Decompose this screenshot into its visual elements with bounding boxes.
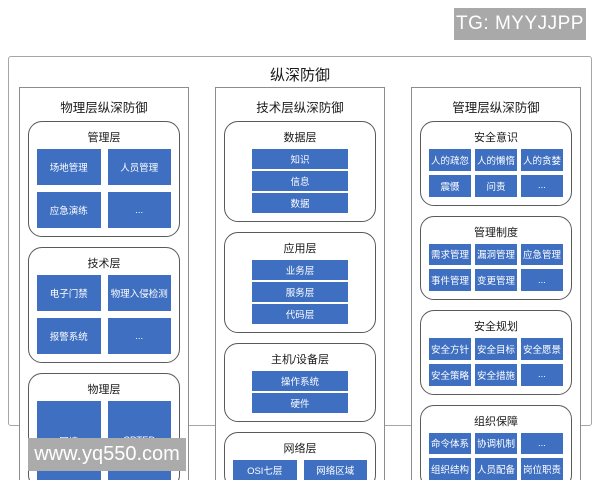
sections: 安全意识人的疏忽人的懒惰人的贪婪震慑问责...管理制度需求管理漏洞管理应急管理事… — [420, 121, 572, 480]
section-items: 人的疏忽人的懒惰人的贪婪震慑问责... — [429, 149, 563, 197]
section-title: 组织保障 — [474, 415, 518, 428]
section-title: 网络层 — [283, 443, 317, 455]
section-数据层: 数据层知识信息数据 — [224, 121, 376, 222]
section-title: 应用层 — [283, 243, 317, 255]
column-title: 物理层纵深防御 — [60, 101, 148, 115]
item-应急演练: 应急演练 — [37, 192, 101, 228]
section-items: 电子门禁物理入侵检测报警系统... — [37, 275, 171, 354]
item-业务层: 业务层 — [251, 260, 349, 280]
item-安全措施: 安全措施 — [475, 363, 517, 386]
item-物理入侵检测: 物理入侵检测 — [107, 275, 171, 311]
item--: ... — [521, 363, 563, 386]
section-title: 物理层 — [87, 384, 121, 396]
item-命令体系: 命令体系 — [429, 432, 471, 455]
item-数据: 数据 — [251, 193, 349, 213]
item-震慑: 震慑 — [429, 174, 471, 197]
section-title: 管理层 — [87, 132, 121, 144]
item-知识: 知识 — [251, 149, 349, 169]
section-title: 技术层 — [87, 258, 121, 270]
section-items: 命令体系协调机制... 组织结构人员配备岗位职责 — [429, 432, 563, 480]
column-title: 管理层纵深防御 — [452, 101, 540, 115]
section-组织保障: 组织保障命令体系协调机制... 组织结构人员配备岗位职责 — [420, 404, 572, 480]
section-items: 操作系统硬件 — [251, 371, 349, 413]
section-items: 需求管理漏洞管理应急管理事件管理变更管理... — [429, 243, 563, 291]
section-title: 安全意识 — [474, 132, 518, 144]
item-代码层: 代码层 — [251, 304, 349, 324]
item--: ... — [521, 269, 563, 291]
item-服务层: 服务层 — [251, 282, 349, 302]
item-问责: 问责 — [475, 174, 517, 197]
section-title: 安全规划 — [474, 321, 518, 333]
columns-container: 物理层纵深防御管理层场地管理人员管理应急演练...技术层电子门禁物理入侵检测报警… — [9, 85, 591, 480]
item-osi七层: OSI七层 — [233, 460, 297, 480]
defense-in-depth-diagram: 纵深防御 物理层纵深防御管理层场地管理人员管理应急演练...技术层电子门禁物理入… — [8, 56, 592, 480]
item-硬件: 硬件 — [251, 393, 349, 413]
section-安全意识: 安全意识人的疏忽人的懒惰人的贪婪震慑问责... — [420, 121, 572, 206]
item-操作系统: 操作系统 — [251, 371, 349, 391]
section-技术层: 技术层电子门禁物理入侵检测报警系统... — [28, 247, 180, 363]
item-岗位职责: 岗位职责 — [521, 458, 563, 480]
column-管理层纵深防御: 管理层纵深防御安全意识人的疏忽人的懒惰人的贪婪震慑问责...管理制度需求管理漏洞… — [411, 87, 581, 480]
column-物理层纵深防御: 物理层纵深防御管理层场地管理人员管理应急演练...技术层电子门禁物理入侵检测报警… — [19, 87, 189, 480]
item-报警系统: 报警系统 — [37, 318, 101, 354]
sections: 数据层知识信息数据应用层业务层服务层代码层主机/设备层操作系统硬件网络层 OSI七… — [224, 121, 376, 480]
section-应用层: 应用层业务层服务层代码层 — [224, 232, 376, 333]
item-事件管理: 事件管理 — [429, 269, 471, 291]
tg-badge-text: TG: MYYJJPP — [456, 13, 584, 34]
item-需求管理: 需求管理 — [429, 243, 471, 266]
item--: ... — [521, 432, 563, 455]
column-技术层纵深防御: 技术层纵深防御数据层知识信息数据应用层业务层服务层代码层主机/设备层操作系统硬件… — [215, 87, 385, 480]
item-应急管理: 应急管理 — [521, 243, 563, 266]
section-items: 安全方针安全目标安全愿景安全策略安全措施... — [429, 338, 563, 386]
section-主机-设备层: 主机/设备层操作系统硬件 — [224, 343, 376, 422]
item-组织结构: 组织结构 — [429, 458, 471, 480]
item-人的疏忽: 人的疏忽 — [429, 149, 471, 171]
item-网络区域: 网络区域 — [303, 460, 367, 480]
section-items: 业务层服务层代码层 — [251, 260, 349, 324]
item--: ... — [107, 318, 171, 354]
item-安全策略: 安全策略 — [429, 363, 471, 386]
item-电子门禁: 电子门禁 — [37, 275, 101, 311]
item-变更管理: 变更管理 — [475, 269, 517, 291]
section-title: 管理制度 — [474, 226, 518, 239]
section-items: OSI七层网络区域 — [233, 460, 367, 480]
section-管理制度: 管理制度需求管理漏洞管理应急管理事件管理变更管理... — [420, 215, 572, 300]
section-安全规划: 安全规划安全方针安全目标安全愿景安全策略安全措施... — [420, 310, 572, 395]
item-人的懒惰: 人的懒惰 — [475, 149, 517, 171]
watermark: www.yq550.com — [28, 438, 186, 471]
item-场地管理: 场地管理 — [37, 149, 101, 185]
item-信息: 信息 — [251, 171, 349, 191]
section-title: 主机/设备层 — [270, 354, 330, 366]
diagram-title: 纵深防御 — [269, 67, 330, 84]
section-网络层: 网络层 OSI七层网络区域 — [224, 432, 376, 480]
section-items: 场地管理人员管理应急演练... — [37, 149, 171, 228]
item-人员管理: 人员管理 — [107, 149, 171, 185]
item--: ... — [107, 192, 171, 228]
section-title: 数据层 — [283, 132, 317, 144]
item-安全愿景: 安全愿景 — [521, 338, 563, 360]
watermark-text: www.yq550.com — [34, 443, 180, 465]
item-漏洞管理: 漏洞管理 — [475, 243, 517, 266]
sections: 管理层场地管理人员管理应急演练...技术层电子门禁物理入侵检测报警系统...物理… — [28, 121, 180, 480]
tg-badge: TG: MYYJJPP — [454, 8, 586, 40]
item-人的贪婪: 人的贪婪 — [521, 149, 563, 171]
item-协调机制: 协调机制 — [475, 432, 517, 455]
item--: ... — [521, 174, 563, 197]
item-人员配备: 人员配备 — [475, 458, 517, 480]
item-安全目标: 安全目标 — [475, 338, 517, 360]
section-管理层: 管理层场地管理人员管理应急演练... — [28, 121, 180, 237]
section-items: 知识信息数据 — [251, 149, 349, 213]
column-title: 技术层纵深防御 — [256, 101, 344, 115]
item-安全方针: 安全方针 — [429, 338, 471, 360]
